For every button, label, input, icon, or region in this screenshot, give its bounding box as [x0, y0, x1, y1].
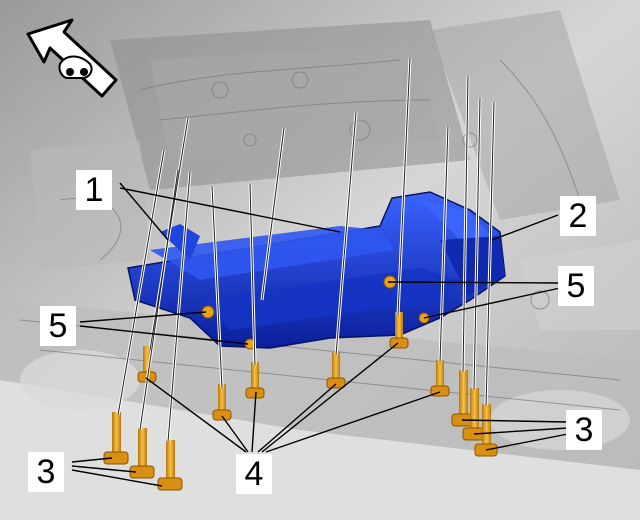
bolt [212, 384, 232, 421]
leader-lines [71, 182, 569, 487]
nut-markers [201, 275, 430, 350]
front-direction-arrow-icon [26, 18, 118, 98]
callout-2: 2 [560, 196, 596, 236]
bolt [326, 352, 346, 389]
bolt [157, 440, 183, 491]
callout-3-right: 3 [566, 410, 602, 450]
callout-5-left: 5 [40, 306, 76, 346]
callout-3-left: 3 [28, 452, 64, 492]
callout-4: 4 [236, 454, 272, 494]
bolt [103, 412, 129, 465]
bolts [103, 312, 498, 491]
callout-5-right: 5 [558, 266, 594, 306]
callout-1: 1 [76, 170, 112, 210]
